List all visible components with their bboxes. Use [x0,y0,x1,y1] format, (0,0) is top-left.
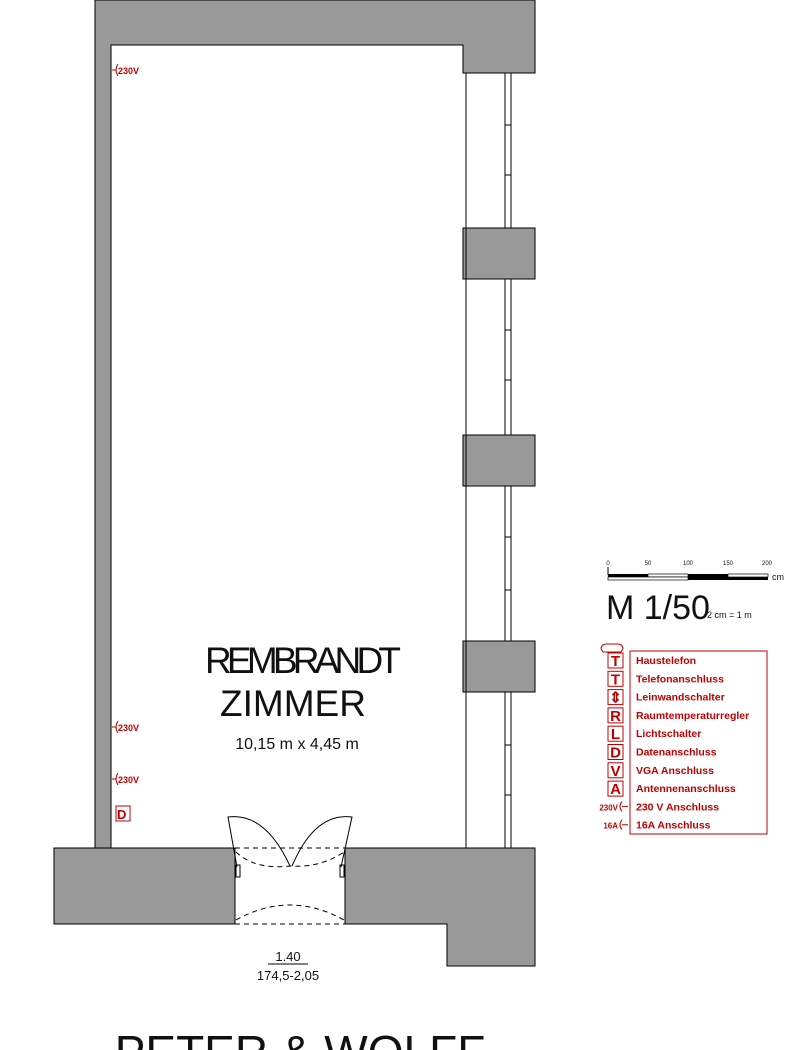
legend-icon-frame [607,689,624,706]
legend-label: VGA Anschluss [636,765,714,777]
legend-icon: A [610,781,621,798]
room-dimensions: 10,15 m x 4,45 m [235,736,359,753]
window-pier [462,434,536,487]
socket-icon [619,801,628,812]
window-pier [462,227,536,280]
svg-text:50: 50 [645,561,652,567]
data-outlet: D [115,805,131,822]
legend-item: 230V 230 V Anschluss [599,801,719,813]
svg-text:230V: 230V [118,775,139,785]
scale-bar: 0 50 100 150 200 cm [606,561,784,582]
scale-note: 2 cm = 1 m [707,610,752,620]
legend-icon-frame [607,744,624,760]
legend-item: L Lichtschalter [607,725,701,743]
socket-outlet-230v: 230V [112,63,139,77]
svg-text:100: 100 [683,561,694,567]
room-name: ZIMMER [220,683,366,724]
legend-icon: T [611,653,620,670]
windows [504,72,512,849]
legend-icon: 230V [599,803,618,812]
room-name: REMBRANDT [205,640,401,681]
next-room-name: PETER & WOLFF [115,1026,486,1050]
legend-icon-frame [607,670,624,687]
legend-item: A Antennenanschluss [607,780,736,798]
walls [53,0,536,967]
legend-item: T Haustelefon [607,652,696,670]
legend-label: Antennenanschluss [636,783,736,795]
socket-outlet-230v: 230V [112,720,139,734]
legend-icon: D [610,745,621,762]
door-height-info: 174,5-2,05 [257,968,319,983]
double-door[interactable] [227,816,353,925]
legend-icon: 16A [603,822,618,831]
legend-icon-frame [607,762,624,779]
legend-label: Raumtemperaturregler [636,710,749,722]
legend-item: V VGA Anschluss [607,762,714,780]
socket-icon [619,819,628,831]
legend-icon: V [610,763,620,780]
svg-text:200: 200 [762,561,773,567]
bottom-wall-left [53,847,236,925]
legend-item: ⇕ Leinwandschalter [607,689,725,707]
legend-label: Telefonanschluss [636,673,724,685]
legend-label: 230 V Anschluss [636,801,719,813]
door-width: 1.40 [275,949,300,964]
scale-title: M 1/50 [606,589,710,627]
legend-label: Haustelefon [636,655,696,667]
legend-icon: L [611,726,620,743]
legend-icon-frame [607,707,624,724]
svg-text:150: 150 [723,561,734,567]
legend-label: Datenanschluss [636,747,717,759]
svg-text:230V: 230V [118,723,139,733]
legend-icon: T [611,671,620,688]
legend-label: Leinwandschalter [636,692,725,704]
legend-icon-frame [607,780,624,797]
legend-label: Lichtschalter [636,728,701,740]
legend-item: 16A 16A Anschluss [603,819,711,832]
legend-icon: R [610,708,621,725]
legend-icon: ⇕ [609,690,622,707]
legend-item: T Telefonanschluss [607,670,724,688]
svg-text:230V: 230V [118,66,139,76]
bottom-wall-right [344,847,536,967]
legend-label: 16A Anschluss [636,820,711,832]
window-pier [462,640,536,693]
svg-text:D: D [117,807,126,822]
legend-item: D Datenanschluss [607,744,717,762]
socket-outlet-230v: 230V [112,772,139,786]
svg-text:0: 0 [606,561,610,567]
legend-item: R Raumtemperaturregler [607,707,749,725]
svg-text:cm: cm [772,572,784,582]
legend-icon-frame [607,725,624,742]
house-phone-icon [600,643,624,653]
legend-icon-frame [607,652,624,669]
